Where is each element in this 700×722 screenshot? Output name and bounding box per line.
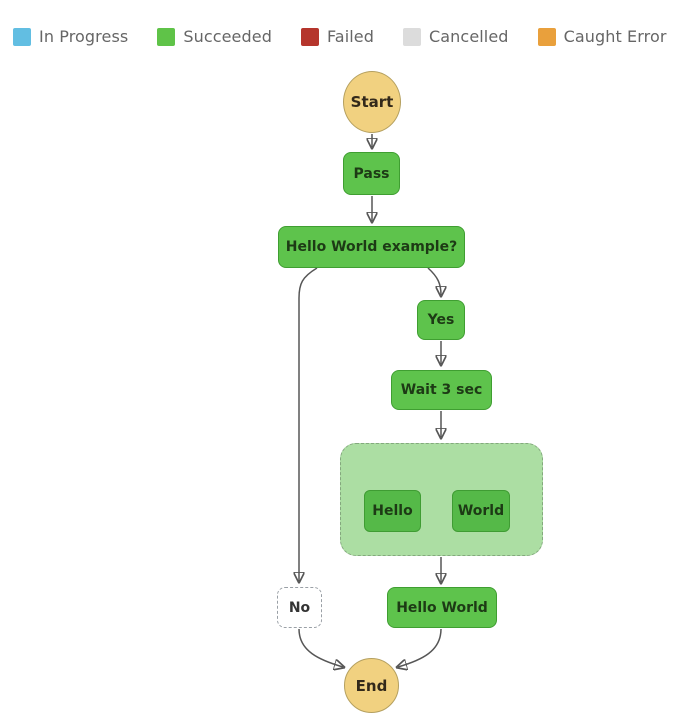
succeeded-swatch-icon — [157, 27, 176, 46]
edge-helloworld-end — [398, 628, 442, 667]
node-hello-world[interactable]: Hello World — [387, 587, 497, 628]
node-no[interactable]: No — [277, 587, 322, 628]
status-legend: In Progress Succeeded Failed Cancelled C… — [13, 27, 667, 46]
legend-item-succeeded: Succeeded — [157, 27, 272, 46]
cancelled-swatch-icon — [403, 27, 421, 46]
caught-error-swatch-icon — [537, 27, 556, 46]
in-progress-swatch-icon — [13, 27, 31, 46]
node-choice-hello-world-example[interactable]: Hello World example? — [278, 226, 465, 268]
node-hello[interactable]: Hello — [364, 490, 421, 532]
legend-label: Cancelled — [429, 27, 509, 46]
legend-item-cancelled: Cancelled — [403, 27, 509, 46]
edge-choice-no — [299, 267, 318, 581]
node-start[interactable]: Start — [343, 71, 401, 133]
legend-item-caught-error: Caught Error — [537, 27, 667, 46]
node-yes[interactable]: Yes — [417, 300, 465, 340]
node-pass[interactable]: Pass — [343, 152, 400, 195]
failed-swatch-icon — [300, 27, 319, 46]
legend-label: Caught Error — [563, 27, 667, 46]
node-world[interactable]: World — [452, 490, 510, 532]
legend-label: Succeeded — [183, 27, 272, 46]
legend-item-failed: Failed — [300, 27, 374, 46]
edge-choice-yes — [427, 267, 441, 295]
legend-label: Failed — [326, 27, 374, 46]
legend-label: In Progress — [39, 27, 129, 46]
node-end[interactable]: End — [344, 658, 399, 713]
edge-no-end — [298, 628, 343, 667]
node-wait-3-sec[interactable]: Wait 3 sec — [391, 370, 492, 410]
legend-item-in-progress: In Progress — [13, 27, 128, 46]
